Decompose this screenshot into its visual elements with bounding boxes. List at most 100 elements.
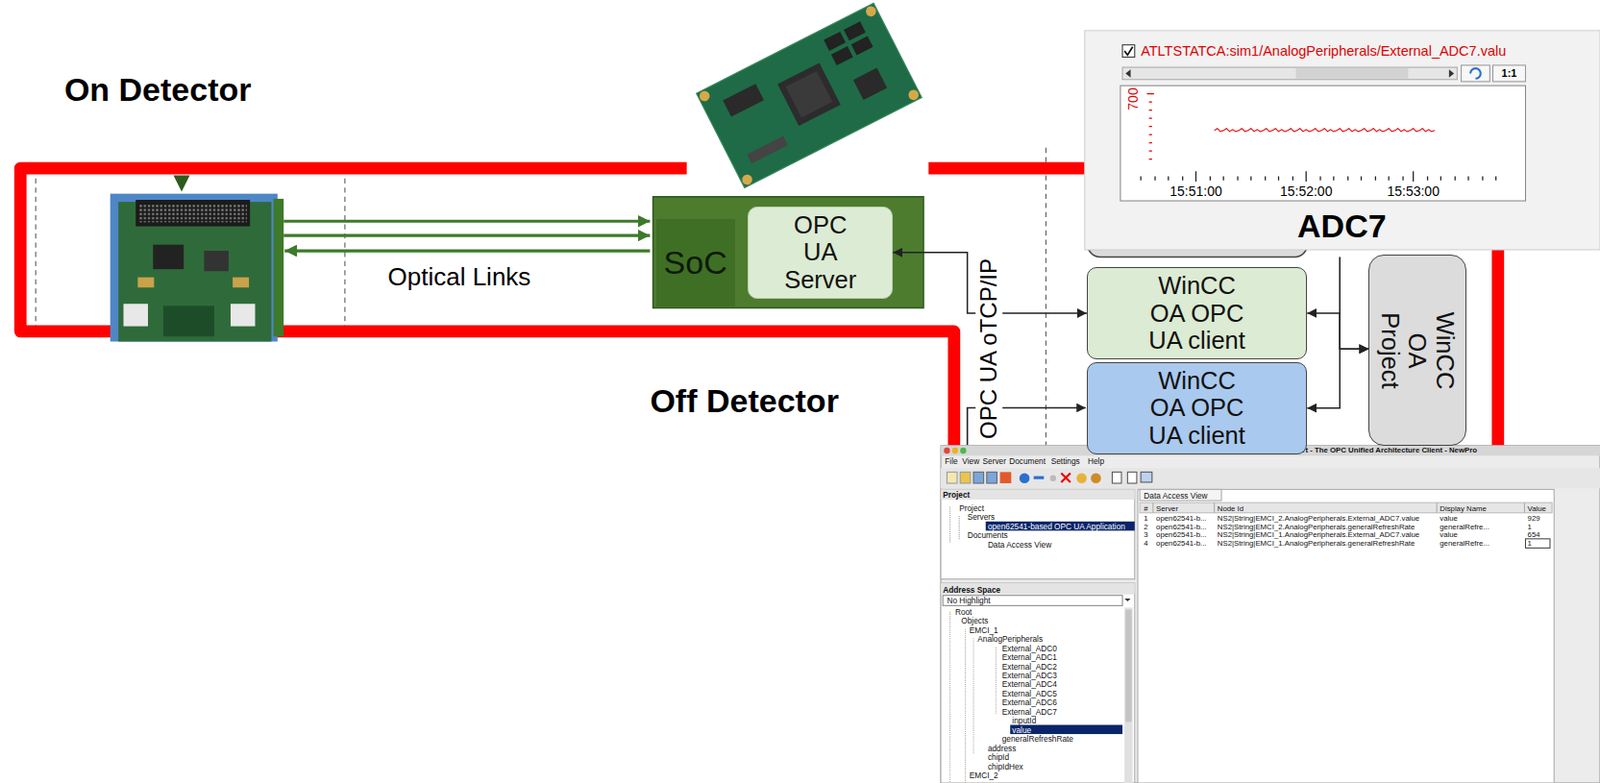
menu-item: Server bbox=[983, 457, 1007, 466]
uaexpert-window bbox=[985, 521, 1135, 532]
pane-header: Project bbox=[942, 491, 970, 499]
optical-link-arrow bbox=[283, 221, 650, 251]
dropdown-value: No Highlight bbox=[946, 596, 990, 605]
uaexpert-window bbox=[1000, 471, 1012, 484]
uaexpert-window bbox=[940, 467, 1600, 489]
uaexpert-window bbox=[1090, 472, 1102, 484]
region-label: On Detector bbox=[64, 71, 252, 109]
table-cell: generalRefre... bbox=[1439, 523, 1490, 532]
uaexpert-window bbox=[940, 445, 1600, 783]
uaexpert-window bbox=[1153, 502, 1526, 514]
tree-item: generalRefreshRate bbox=[1002, 735, 1074, 743]
trend-chart-window bbox=[1084, 30, 1600, 250]
client-box: WinCC OA OPC UA client bbox=[1086, 362, 1307, 455]
soc-module-photo bbox=[687, 2, 930, 188]
uaexpert-window bbox=[1019, 472, 1031, 484]
table-cell: open62541-b... bbox=[1156, 523, 1207, 532]
tree-item: Documents bbox=[967, 531, 1009, 540]
trend-chart-window bbox=[1296, 68, 1409, 79]
trend-chart-window bbox=[1214, 128, 1435, 132]
soc-module-photo bbox=[696, 2, 923, 188]
tab-label: Data Access View bbox=[1143, 492, 1207, 500]
connector bbox=[1306, 348, 1369, 409]
table-cell: generalRefre... bbox=[1439, 540, 1490, 548]
trend-chart-window bbox=[1470, 68, 1481, 79]
soc-module-photo bbox=[831, 46, 854, 66]
optical-link-arrow bbox=[284, 248, 650, 252]
uaexpert-window bbox=[1127, 471, 1137, 484]
soc-module-photo bbox=[823, 31, 846, 51]
tree-item: Project bbox=[959, 504, 985, 513]
soc-module-photo bbox=[907, 88, 921, 102]
axis-tick-label: 15:51:00 bbox=[1169, 183, 1223, 199]
table-cell: 4 bbox=[1143, 540, 1148, 548]
uaexpert-window bbox=[1140, 471, 1153, 483]
tree-item: External_ADC0 bbox=[1002, 644, 1058, 653]
table-cell: 1 bbox=[1527, 540, 1532, 548]
tree-item: Root bbox=[955, 608, 973, 616]
table-cell: open62541-b... bbox=[1156, 515, 1207, 523]
trend-chart-window bbox=[1120, 85, 1527, 201]
soc-module-photo bbox=[746, 136, 788, 165]
tree-item: External_ADC5 bbox=[1002, 689, 1058, 698]
tree-item: External_ADC1 bbox=[1002, 653, 1058, 662]
soc-board-outline bbox=[653, 196, 924, 309]
menu-item: View bbox=[961, 457, 980, 466]
tree-item: inputId bbox=[1011, 716, 1036, 725]
connector bbox=[1306, 313, 1369, 349]
uaexpert-window bbox=[940, 489, 1135, 579]
soc-module-photo bbox=[697, 89, 712, 103]
tree-item: chipId bbox=[987, 753, 1010, 762]
node-label: SoC bbox=[664, 244, 728, 281]
board-photo bbox=[135, 199, 250, 227]
client-box: WinCC OA OPC UA client bbox=[1086, 267, 1307, 360]
board-photo bbox=[110, 175, 285, 343]
pane-header: Address Space bbox=[942, 586, 1001, 594]
server-box: OPC UA Server bbox=[747, 206, 893, 299]
uaexpert-window bbox=[1124, 607, 1133, 783]
table-cell: NS2|String|EMCI_1.AnalogPeripherals.Exte… bbox=[1217, 531, 1420, 540]
node-text-group: WinCC OA Project bbox=[1377, 311, 1460, 390]
axis-tick-label: 15:53:00 bbox=[1386, 183, 1440, 199]
optical-link-arrow bbox=[283, 234, 650, 238]
uaexpert-window bbox=[942, 595, 1123, 607]
trend-chart-window bbox=[1147, 94, 1155, 160]
tree-item: chipIdHex bbox=[987, 763, 1024, 771]
tree-item: External_ADC4 bbox=[1002, 680, 1058, 689]
protocol-label: OPC UA oTCP/IP bbox=[975, 256, 1003, 442]
optical-link-arrow bbox=[283, 220, 650, 223]
uaexpert-window bbox=[973, 471, 985, 484]
tree-item: open62541-based OPC UA Application bbox=[987, 522, 1126, 531]
table-cell: 2 bbox=[1143, 523, 1148, 532]
uaexpert-window bbox=[946, 471, 958, 484]
tree-item: Servers bbox=[967, 513, 996, 521]
soc-module-photo bbox=[739, 172, 754, 187]
table-cell: 929 bbox=[1527, 515, 1541, 523]
table-cell: 654 bbox=[1527, 531, 1541, 540]
trend-chart-window bbox=[1461, 65, 1491, 82]
board-photo bbox=[203, 250, 228, 271]
uaexpert-window bbox=[940, 583, 1135, 783]
uaexpert-window bbox=[940, 445, 1600, 783]
menu-item: Help bbox=[1087, 457, 1105, 466]
soc-block: SoC bbox=[656, 219, 736, 306]
node-label: WinCC OA OPC UA client bbox=[1142, 367, 1253, 450]
tree-item: External_ADC7 bbox=[1002, 708, 1058, 716]
tree-item: address bbox=[987, 744, 1017, 753]
axis-tick-label: 15:52:00 bbox=[1280, 183, 1333, 199]
menu-item: File bbox=[944, 457, 958, 466]
uaexpert-window bbox=[952, 447, 959, 454]
menu-item: Document bbox=[1009, 457, 1046, 466]
uaexpert-window bbox=[1060, 472, 1071, 483]
soc-board-outline bbox=[653, 196, 924, 309]
uaexpert-window bbox=[960, 471, 971, 484]
board-photo bbox=[123, 303, 148, 326]
tree-item: value bbox=[1011, 726, 1032, 735]
dashed-divider bbox=[35, 147, 1046, 446]
tree-item: AnalogPeripherals bbox=[977, 635, 1043, 643]
uaexpert-window bbox=[1139, 502, 1552, 514]
trend-chart-window bbox=[1124, 47, 1133, 55]
soc-module-photo bbox=[853, 68, 887, 100]
